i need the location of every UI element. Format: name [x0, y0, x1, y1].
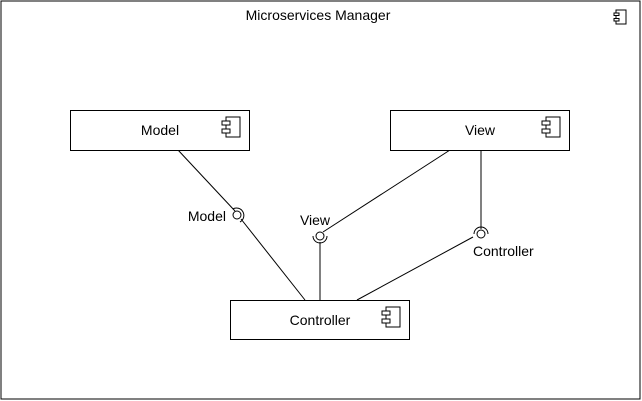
model-to-model-interface-edge	[177, 149, 236, 212]
view-interface-label: View	[300, 212, 331, 228]
model-interface-ball	[232, 210, 242, 220]
view-component[interactable]: View	[390, 110, 570, 151]
component-icon	[613, 9, 627, 25]
controller-component[interactable]: Controller	[230, 300, 410, 340]
connectors	[177, 149, 482, 301]
controller-interface-label: Controller	[473, 243, 534, 259]
model-component-label: Model	[141, 122, 179, 138]
controller-component-box	[230, 300, 410, 340]
component-icon	[541, 116, 561, 138]
view-interface-socket	[312, 235, 328, 244]
component-icon	[221, 116, 241, 138]
controller-interface-ball	[476, 229, 486, 239]
model-interface-to-controller-edge	[240, 218, 306, 301]
model-component-box	[70, 110, 250, 151]
model-component[interactable]: Model	[70, 110, 250, 151]
view-component-label: View	[465, 122, 496, 138]
controller-interface[interactable]: Controller	[473, 226, 534, 259]
model-interface[interactable]: Model	[188, 207, 245, 224]
controller-component-label: Controller	[290, 312, 351, 328]
controller-interface-socket	[473, 226, 489, 235]
view-interface[interactable]: View	[300, 212, 331, 244]
container-title: Microservices Manager	[246, 7, 391, 23]
model-interface-label: Model	[188, 208, 226, 224]
view-interface-to-view-edge	[322, 149, 451, 233]
controller-interface-to-controller-edge	[356, 236, 474, 301]
component-icon	[381, 306, 401, 328]
view-component-box	[390, 110, 570, 151]
model-interface-socket	[232, 207, 245, 223]
view-interface-ball	[315, 231, 325, 241]
